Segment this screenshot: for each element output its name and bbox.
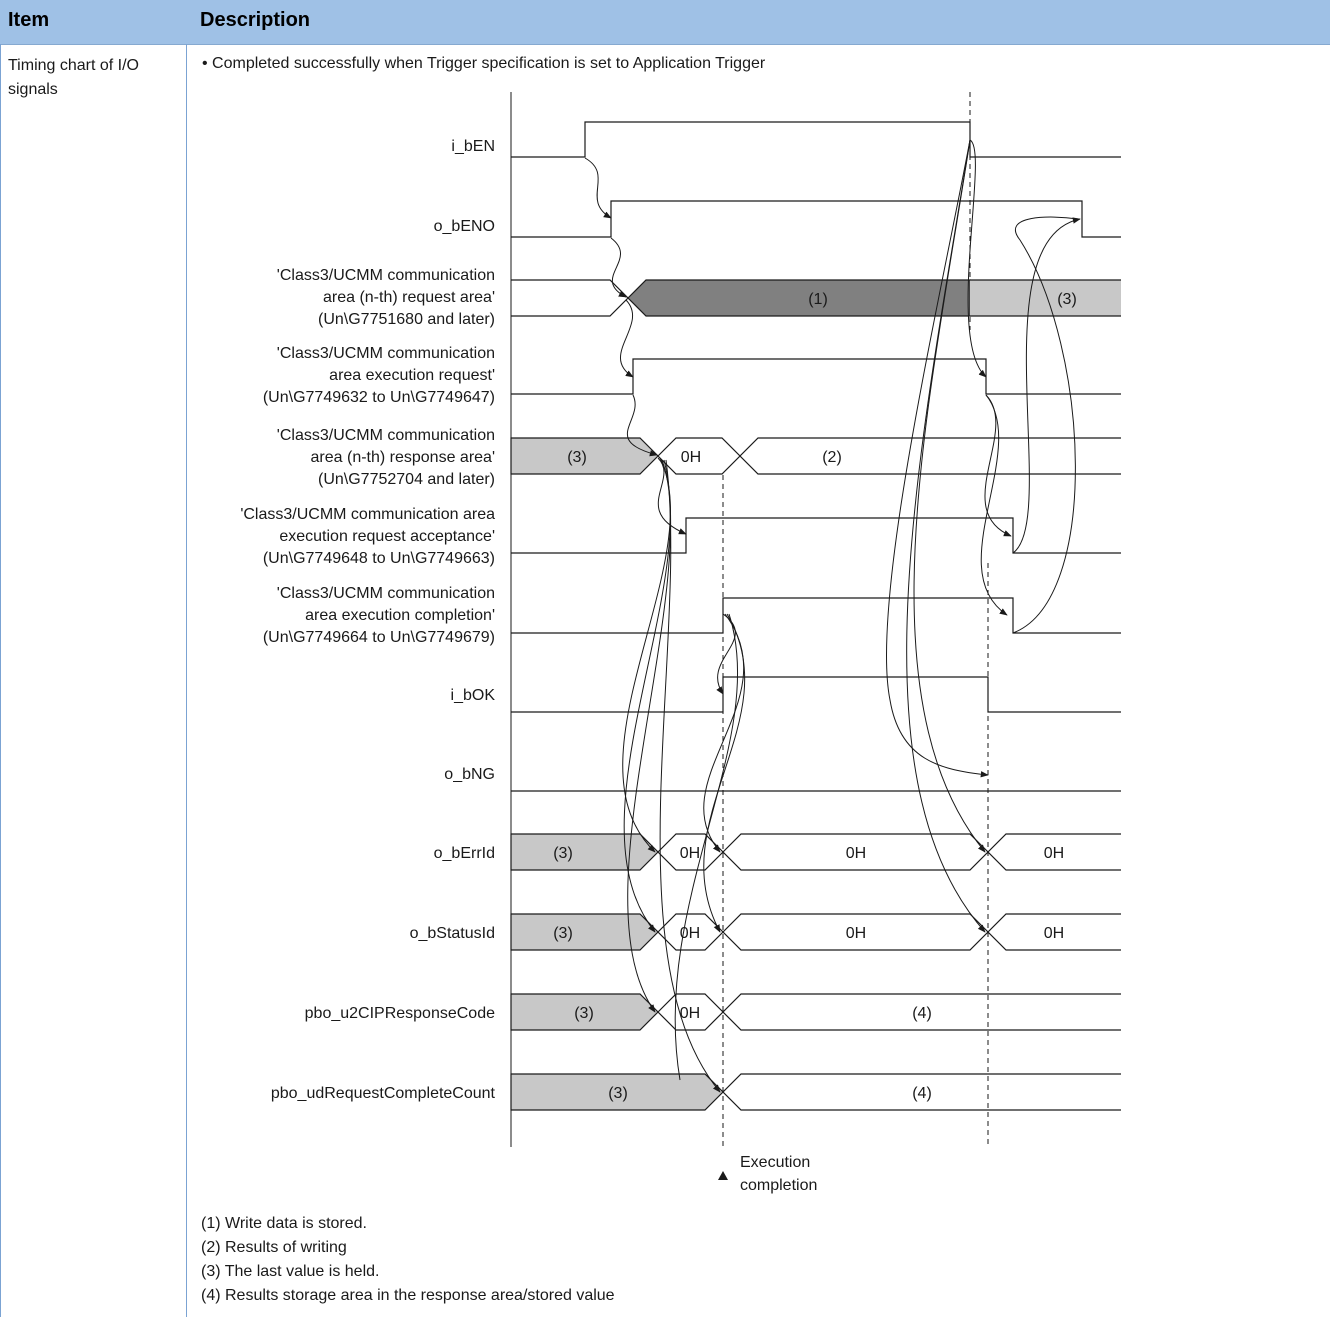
causality-arrows bbox=[584, 139, 1081, 1093]
table-border-left bbox=[0, 44, 1, 1317]
waveform-acceptance bbox=[511, 517, 1121, 554]
cip-label-0h: 0H bbox=[680, 1005, 700, 1022]
signal-label-line: pbo_udRequestCompleteCount bbox=[271, 1085, 496, 1102]
signal-label-line: o_bErrId bbox=[434, 845, 495, 862]
request-area-label-3: (3) bbox=[1057, 291, 1077, 308]
signal-label-line: o_bStatusId bbox=[410, 925, 495, 942]
description-column-header: Description bbox=[200, 9, 311, 31]
waveform-cip-response-code: (3) 0H (4) bbox=[510, 993, 1121, 1031]
signal-label-line: area (n-th) request area' bbox=[323, 289, 495, 306]
signal-label-line: o_bENO bbox=[434, 218, 495, 235]
signal-label-bok: i_bOK bbox=[451, 687, 496, 704]
signal-label-line: 'Class3/UCMM communication bbox=[277, 267, 495, 284]
signal-label-comp: 'Class3/UCMM communication area execution… bbox=[263, 585, 495, 646]
item-cell: Timing chart of I/O signals bbox=[8, 57, 139, 98]
signal-label-line: (Un\G7749632 to Un\G7749647) bbox=[263, 389, 495, 406]
notes-list: (1) Write data is stored. (2) Results of… bbox=[201, 1212, 615, 1308]
signal-label-acc: 'Class3/UCMM communication area execution… bbox=[240, 506, 495, 567]
count-label-4: (4) bbox=[912, 1085, 932, 1102]
errid-label-0h-3: 0H bbox=[1044, 845, 1064, 862]
signal-label-line: 'Class3/UCMM communication bbox=[277, 427, 495, 444]
signal-label-ben: i_bEN bbox=[451, 138, 495, 155]
signal-label-line: (Un\G7751680 and later) bbox=[318, 311, 495, 328]
signal-label-line: 'Class3/UCMM communication bbox=[277, 585, 495, 602]
errid-label-3: (3) bbox=[553, 845, 573, 862]
waveform-request-complete-count: (3) (4) bbox=[510, 1073, 1121, 1111]
signal-label-err: o_bErrId bbox=[434, 845, 495, 862]
signal-label-beno: o_bENO bbox=[434, 218, 495, 235]
statusid-label-0h-3: 0H bbox=[1044, 925, 1064, 942]
errid-label-0h-2: 0H bbox=[846, 845, 866, 862]
signal-label-stat: o_bStatusId bbox=[410, 925, 495, 942]
signal-label-line: i_bEN bbox=[451, 138, 495, 155]
note-1: (1) Write data is stored. bbox=[201, 1215, 367, 1232]
response-area-label-0h: 0H bbox=[681, 449, 701, 466]
cip-label-3: (3) bbox=[574, 1005, 594, 1022]
signal-label-line: o_bNG bbox=[444, 766, 495, 783]
signal-labels: i_bEN o_bENO 'Class3/UCMM communication are… bbox=[240, 138, 495, 1102]
signal-label-line: (Un\G7749664 to Un\G7749679) bbox=[263, 629, 495, 646]
waveform-o-bstatusid: (3) 0H 0H 0H bbox=[510, 913, 1121, 951]
request-area-label-1: (1) bbox=[808, 291, 828, 308]
waveform-request-area: (1) (3) bbox=[511, 279, 1121, 317]
signal-label-resp: 'Class3/UCMM communication area (n-th) re… bbox=[277, 427, 495, 488]
response-area-label-2: (2) bbox=[822, 449, 842, 466]
statusid-label-0h-1: 0H bbox=[680, 925, 700, 942]
signal-label-line: area (n-th) response area' bbox=[311, 449, 495, 466]
note-2: (2) Results of writing bbox=[201, 1239, 347, 1256]
signal-label-line: (Un\G7749648 to Un\G7749663) bbox=[263, 550, 495, 567]
execution-completion-marker-icon bbox=[718, 1171, 728, 1180]
signal-label-line: area execution completion' bbox=[305, 607, 495, 624]
signal-label-req: 'Class3/UCMM communication area (n-th) re… bbox=[277, 267, 495, 328]
item-column-header: Item bbox=[8, 9, 50, 31]
description-bullet: • Completed successfully when Trigger sp… bbox=[202, 55, 766, 72]
signal-label-cnt: pbo_udRequestCompleteCount bbox=[271, 1085, 496, 1102]
signal-label-bng: o_bNG bbox=[444, 766, 495, 783]
waveform-i-bok bbox=[511, 676, 1121, 713]
table-column-divider bbox=[186, 44, 187, 1317]
response-area-label-3: (3) bbox=[567, 449, 587, 466]
statusid-label-3: (3) bbox=[553, 925, 573, 942]
waveform-i-ben bbox=[511, 121, 1121, 158]
execution-label-line2: completion bbox=[740, 1177, 817, 1194]
waveform-completion bbox=[511, 597, 1121, 634]
statusid-label-0h-2: 0H bbox=[846, 925, 866, 942]
errid-label-0h-1: 0H bbox=[680, 845, 700, 862]
execution-label-line1: Execution bbox=[740, 1154, 810, 1171]
count-label-3: (3) bbox=[608, 1085, 628, 1102]
signal-label-line: (Un\G7752704 and later) bbox=[318, 471, 495, 488]
signal-label-line: area execution request' bbox=[329, 367, 495, 384]
signal-label-line: 'Class3/UCMM communication bbox=[277, 345, 495, 362]
waveform-o-beno bbox=[511, 200, 1121, 238]
waveform-response-area: (3) 0H (2) bbox=[510, 437, 1121, 475]
signal-label-line: pbo_u2CIPResponseCode bbox=[305, 1005, 495, 1022]
signal-label-exreq: 'Class3/UCMM communication area execution… bbox=[263, 345, 495, 406]
signal-label-line: execution request acceptance' bbox=[279, 528, 495, 545]
signal-label-cip: pbo_u2CIPResponseCode bbox=[305, 1005, 495, 1022]
note-3: (3) The last value is held. bbox=[201, 1263, 380, 1280]
waveform-o-berrid: (3) 0H 0H 0H bbox=[510, 833, 1121, 871]
waveform-execution-request bbox=[511, 358, 1121, 395]
cip-label-4: (4) bbox=[912, 1005, 932, 1022]
note-4: (4) Results storage area in the response… bbox=[201, 1287, 615, 1304]
table-header: Item Description bbox=[0, 0, 1330, 45]
signal-label-line: i_bOK bbox=[451, 687, 496, 704]
signal-label-line: 'Class3/UCMM communication area bbox=[240, 506, 495, 523]
